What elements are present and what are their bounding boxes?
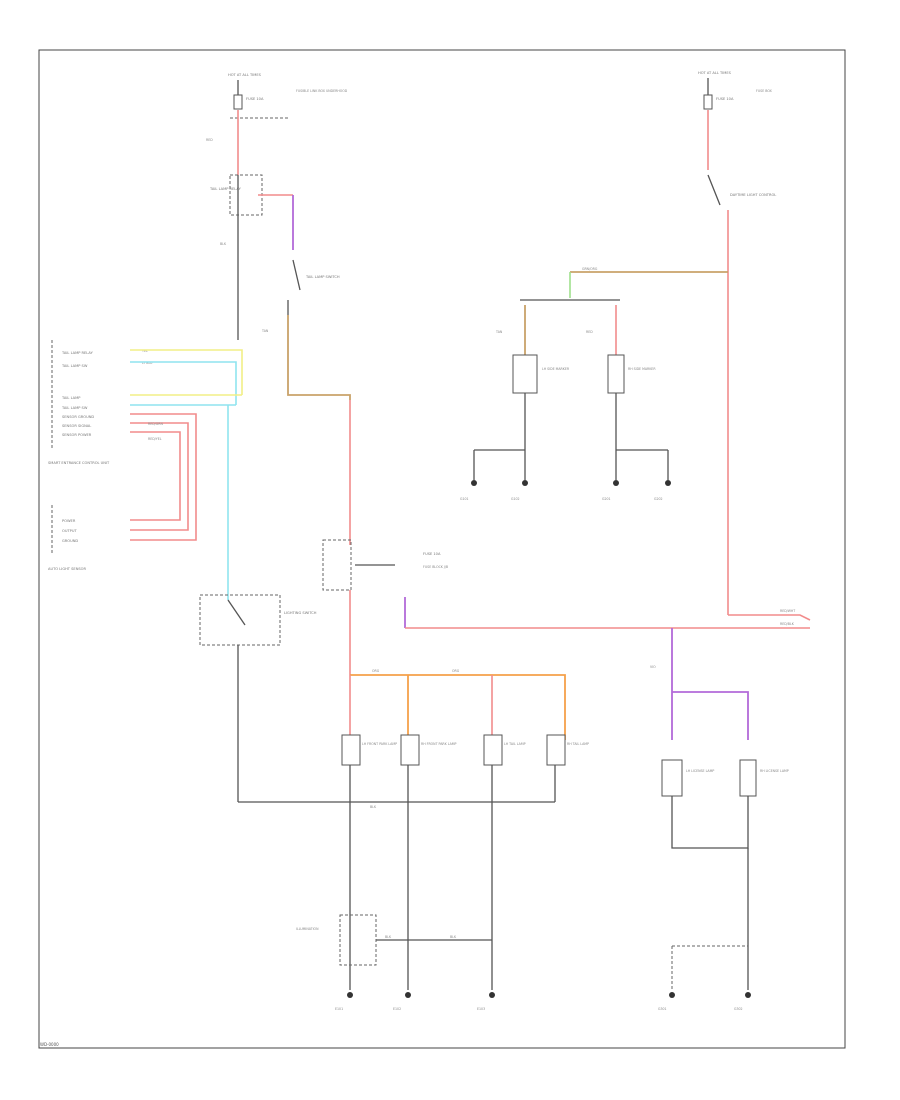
label-ground-5: E101 bbox=[335, 1007, 343, 1011]
footer-code: WD-0000 bbox=[40, 1042, 59, 1047]
fuse-right-icon bbox=[703, 94, 713, 110]
label-wire-red-grn: RED/GRN bbox=[148, 422, 163, 426]
ground-1-icon bbox=[471, 480, 477, 486]
label-sensor-output: OUTPUT bbox=[62, 529, 77, 533]
label-wire-grn-org: GRN/ORG bbox=[582, 267, 598, 271]
ground-2-icon bbox=[522, 480, 528, 486]
label-sensor-power: POWER bbox=[62, 519, 76, 523]
label-fuse-left: FUSE 10A bbox=[246, 97, 264, 101]
ground-7-icon bbox=[489, 992, 495, 998]
label-lamp-rh-rear: RH TAIL LAMP bbox=[567, 742, 589, 746]
label-wire-tan-2: TAN bbox=[495, 330, 503, 334]
label-wire-org-2: ORG bbox=[452, 669, 460, 673]
illumination-box bbox=[339, 914, 377, 966]
label-wire-blk-4: BLK bbox=[450, 935, 457, 939]
label-wire-blk-1: BLK bbox=[220, 242, 227, 246]
center-lamps: LH FRONT PARK LAMP RH FRONT PARK LAMP LH… bbox=[296, 734, 589, 1011]
ground-3-icon bbox=[613, 480, 619, 486]
label-conn-1: TAIL LAMP RELAY bbox=[61, 351, 94, 355]
lamp-lh-rear-icon bbox=[483, 734, 503, 766]
label-conn-3: TAIL LAMP bbox=[61, 396, 81, 400]
label-ground-9: G302 bbox=[734, 1007, 743, 1011]
lighting-switch: LIGHTING SWITCH BLK bbox=[199, 594, 555, 809]
label-lamp-rh-front: RH FRONT PARK LAMP bbox=[421, 742, 457, 746]
label-ground-2: G102 bbox=[511, 497, 520, 501]
label-lamp-lh-license: LH LICENSE LAMP bbox=[686, 769, 714, 773]
lamp-rh-front-icon bbox=[400, 734, 420, 766]
label-conn-2: TAIL LAMP SW bbox=[61, 364, 88, 368]
label-ground-8: G301 bbox=[658, 1007, 667, 1011]
label-wire-red-blk: RED/BLK bbox=[780, 622, 795, 626]
left-connector-block: TAIL LAMP RELAY TAIL LAMP SW TAIL LAMP T… bbox=[48, 340, 243, 600]
ground-6-icon bbox=[405, 992, 411, 998]
label-lighting-switch: LIGHTING SWITCH bbox=[284, 611, 317, 615]
label-wire-lt-blu-1: LT BLU bbox=[142, 361, 153, 365]
label-lamp-lh-rear: LH TAIL LAMP bbox=[504, 742, 526, 746]
label-ground-6: E102 bbox=[393, 1007, 401, 1011]
label-wire-blk-3: BLK bbox=[385, 935, 392, 939]
label-wire-red-2: RED bbox=[586, 330, 593, 334]
relay-top-box bbox=[229, 174, 263, 216]
label-hot-right: HOT AT ALL TIMES bbox=[698, 71, 732, 75]
label-conn-5: SENSOR GROUND bbox=[62, 415, 94, 419]
ground-9-icon bbox=[745, 992, 751, 998]
label-ground-3: G201 bbox=[602, 497, 611, 501]
label-fuse-mid-desc: FUSE BLOCK J/B bbox=[423, 565, 448, 569]
label-ground-1: G101 bbox=[460, 497, 469, 501]
license-lamps: VIO LH LICENSE LAMP RH LICENSE LAMP G301… bbox=[650, 628, 789, 1011]
lamp-rh-license-icon bbox=[739, 759, 757, 797]
fuse-left-icon bbox=[233, 94, 243, 110]
label-switch-right: DAYTIME LIGHT CONTROL bbox=[730, 193, 776, 197]
ground-4-icon bbox=[665, 480, 671, 486]
lamp-rh-rear-icon bbox=[546, 734, 566, 766]
fuse-mid-box bbox=[322, 539, 352, 591]
label-hot-left: HOT AT ALL TIMES bbox=[228, 73, 262, 77]
ground-8-icon bbox=[669, 992, 675, 998]
label-wire-violet: VIO bbox=[650, 665, 656, 669]
ground-5-icon bbox=[347, 992, 353, 998]
label-fuse-right-desc: FUSE BOX bbox=[756, 89, 773, 93]
label-wire-org-1: ORG bbox=[372, 669, 380, 673]
label-sensor-block: AUTO LIGHT SENSOR bbox=[48, 567, 86, 571]
lamp-upper-1-icon bbox=[512, 354, 538, 394]
label-lamp-lh-front: LH FRONT PARK LAMP bbox=[362, 742, 397, 746]
label-wire-blk-2: BLK bbox=[370, 805, 377, 809]
label-wire-tan-1: TAN bbox=[261, 329, 269, 333]
label-conn-7: SENSOR POWER bbox=[62, 433, 92, 437]
lamp-lh-license-icon bbox=[661, 759, 683, 797]
label-fuse-right: FUSE 10A bbox=[716, 97, 734, 101]
label-lamp-ground-box: ILLUMINATION bbox=[296, 927, 319, 931]
auto-light-sensor: POWER OUTPUT GROUND AUTO LIGHT SENSOR bbox=[48, 505, 86, 571]
lighting-switch-box bbox=[199, 594, 281, 646]
lamp-upper-2-icon bbox=[607, 354, 625, 394]
right-power-feed: HOT AT ALL TIMES FUSE 10A FUSE BOX DAYTI… bbox=[460, 71, 811, 626]
label-relay-top: TAIL LAMP RELAY bbox=[209, 187, 242, 191]
lamp-lh-front-icon bbox=[341, 734, 361, 766]
mid-fuse-feed: FUSE 10A FUSE BLOCK J/B ORG ORG bbox=[322, 400, 810, 740]
label-lamp-upper-2: RH SIDE MARKER bbox=[628, 367, 656, 371]
label-conn-6: SENSOR SIGNAL bbox=[62, 424, 91, 428]
label-wire-red-wht: RED/WHT bbox=[780, 609, 795, 613]
label-ground-4: G202 bbox=[654, 497, 663, 501]
label-lamp-rh-license: RH LICENSE LAMP bbox=[760, 769, 789, 773]
label-conn-4: TAIL LAMP SW bbox=[61, 406, 88, 410]
label-lamp-upper-1: LH SIDE MARKER bbox=[542, 367, 570, 371]
label-ground-7: E103 bbox=[477, 1007, 485, 1011]
label-fuse-left-desc: FUSIBLE LINK BOX UNDERHOOD bbox=[296, 89, 348, 93]
label-wire-red-yel: RED/YEL bbox=[148, 437, 162, 441]
label-wire-red-1: RED bbox=[206, 138, 213, 142]
left-power-feed: HOT AT ALL TIMES FUSE 10A FUSIBLE LINK B… bbox=[206, 73, 351, 400]
label-wire-yel-1: YEL bbox=[142, 349, 148, 353]
label-sensor-ground: GROUND bbox=[62, 539, 78, 543]
label-tail-lamp-switch: TAIL LAMP SWITCH bbox=[305, 275, 340, 279]
diagram-frame bbox=[38, 49, 846, 1049]
label-fuse-mid: FUSE 10A bbox=[423, 552, 441, 556]
label-module-left: SMART ENTRANCE CONTROL UNIT bbox=[48, 461, 110, 465]
